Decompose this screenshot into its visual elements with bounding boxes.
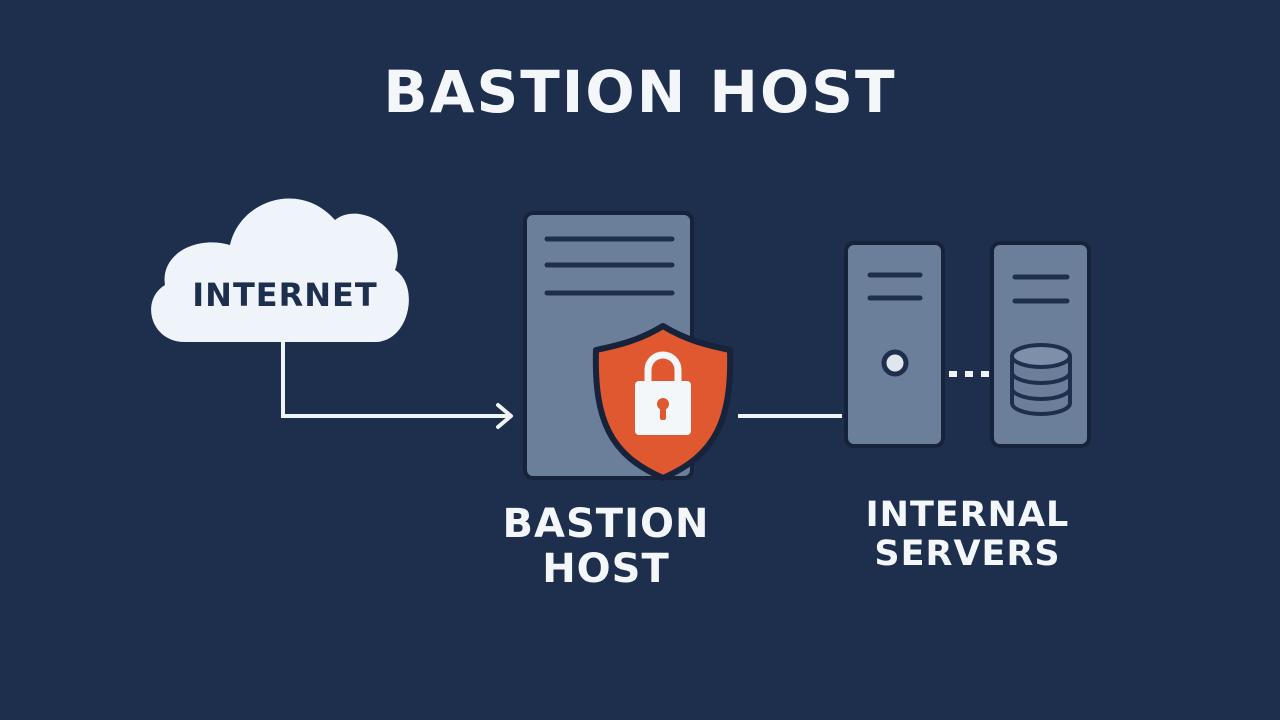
arrow-internet-to-bastion [281, 342, 513, 429]
shield-lock-icon [592, 323, 734, 481]
bastion-label-line1: BASTION [502, 501, 710, 547]
diagram-title: BASTION HOST [383, 58, 897, 126]
internal-label-line1: INTERNAL [865, 495, 1070, 535]
bastion-label-line2: HOST [542, 545, 670, 592]
internal-server-icon [844, 241, 945, 448]
database-server-icon [990, 241, 1091, 448]
internal-label-line2: SERVERS [874, 534, 1061, 575]
database-icon [1010, 343, 1072, 416]
bastion-host-label: BASTION HOST [470, 502, 742, 592]
internal-servers-label: INTERNAL SERVERS [840, 495, 1095, 575]
cloud-icon [151, 198, 409, 342]
dotted-link-icon [949, 371, 989, 377]
internet-label: INTERNET [192, 276, 378, 314]
